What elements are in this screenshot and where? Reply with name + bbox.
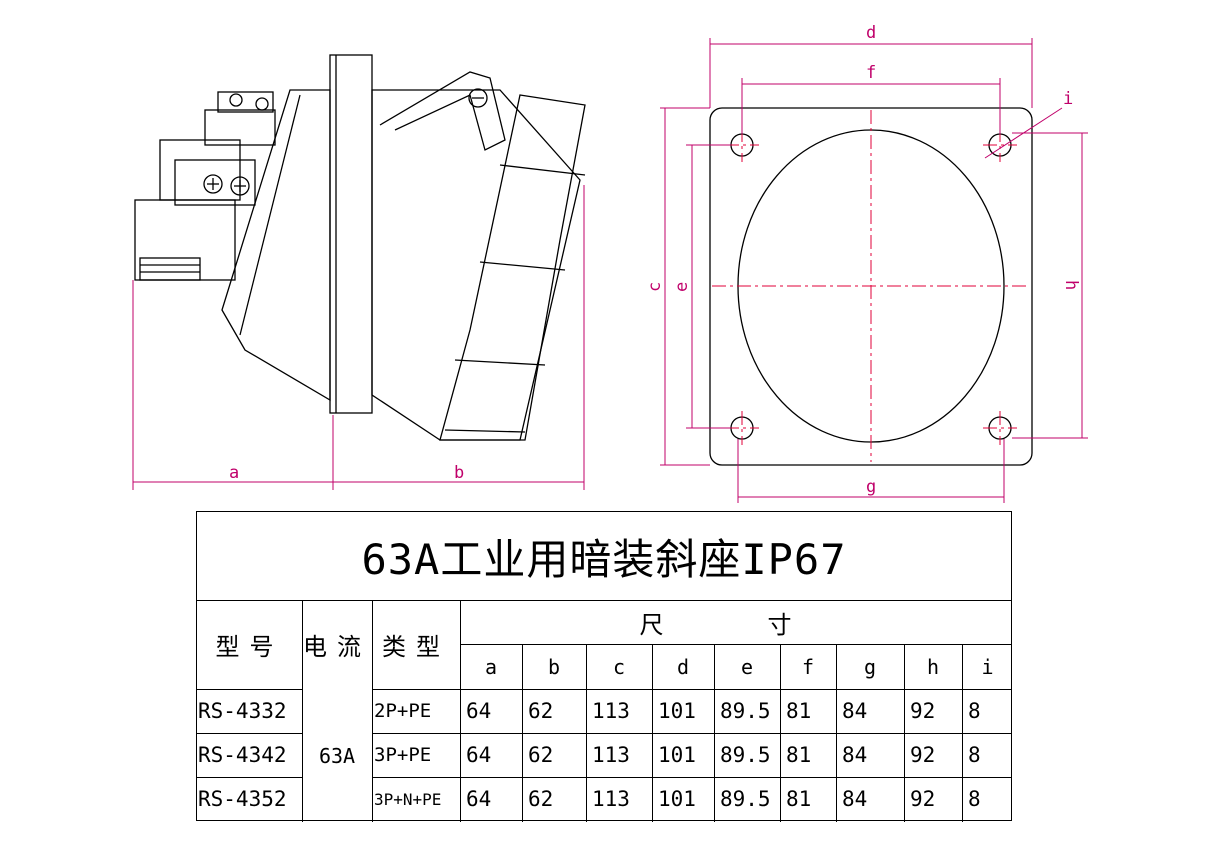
- dimension-label-g: g: [866, 477, 876, 497]
- dimension-label-h: h: [1061, 280, 1081, 290]
- terminal-screw-left-icon: [203, 174, 223, 194]
- table-title: 63A工业用暗装斜座IP67: [361, 534, 847, 584]
- dimension-label-d: d: [866, 23, 876, 43]
- table-cell-f: 81: [786, 699, 812, 723]
- table-cell-c: 113: [592, 787, 630, 811]
- size-column-header-h: h: [926, 654, 940, 679]
- centerlines: [712, 110, 1030, 462]
- top-screw-left-icon: [229, 93, 243, 107]
- table-cell-c: 113: [592, 743, 630, 767]
- table-cell-e: 89.5: [720, 743, 771, 767]
- header-size-text: 尺 寸: [639, 610, 832, 639]
- dimension-line-i: [984, 107, 1063, 159]
- size-column-header-i: i: [981, 654, 994, 679]
- size-column-header-d: d: [676, 654, 690, 679]
- table-cell-c: 113: [592, 699, 630, 723]
- dimension-label-c: c: [645, 282, 665, 292]
- mid-terminal-housing: [174, 159, 256, 206]
- table-cell-b: 62: [528, 699, 554, 723]
- table-cell-b: 62: [528, 787, 554, 811]
- table-row-model: RS-4332: [198, 699, 287, 723]
- table-row-type: 3P+N+PE: [374, 789, 442, 809]
- top-terminal-cap: [217, 91, 274, 113]
- table-cell-d: 101: [658, 787, 696, 811]
- socket-front-face: [439, 94, 586, 441]
- header-size: 尺 寸: [460, 600, 1011, 644]
- terminal-screw-right-icon: [230, 176, 250, 196]
- slanted-socket-body: [371, 89, 581, 441]
- table-cell-e: 89.5: [720, 787, 771, 811]
- table-cell-i: 8: [968, 787, 981, 811]
- hinge-screw-icon: [468, 88, 488, 108]
- current-value-cell: 63A: [318, 743, 356, 768]
- size-column-header-a: a: [484, 654, 498, 679]
- table-cell-a: 64: [466, 743, 492, 767]
- dimension-label-b: b: [454, 463, 464, 483]
- tapered-body: [221, 89, 331, 402]
- top-terminal-block: [204, 109, 276, 146]
- cable-gland: [139, 257, 201, 281]
- dimension-label-a: a: [229, 463, 239, 483]
- table-row-model: RS-4352: [198, 787, 287, 811]
- table-cell-d: 101: [658, 743, 696, 767]
- top-screw-right-icon: [255, 97, 269, 111]
- table-row-type: 2P+PE: [374, 700, 432, 722]
- header-type: 类型: [382, 633, 450, 661]
- table-cell-i: 8: [968, 743, 981, 767]
- table-cell-h: 92: [910, 787, 936, 811]
- dimension-label-f: f: [866, 63, 876, 83]
- table-row-type: 3P+PE: [374, 744, 432, 766]
- table-cell-a: 64: [466, 699, 492, 723]
- table-cell-a: 64: [466, 787, 492, 811]
- table-cell-e: 89.5: [720, 699, 771, 723]
- side-view: [134, 54, 586, 441]
- table-row-model: RS-4342: [198, 743, 287, 767]
- table-cell-i: 8: [968, 699, 981, 723]
- size-column-header-g: g: [863, 654, 877, 679]
- table-cell-d: 101: [658, 699, 696, 723]
- table-cell-g: 84: [842, 787, 868, 811]
- header-model: 型号: [215, 633, 284, 661]
- table-cell-b: 62: [528, 743, 554, 767]
- table-cell-h: 92: [910, 699, 936, 723]
- size-column-header-f: f: [801, 654, 815, 679]
- front-view-dimensions: [660, 38, 1088, 503]
- table-cell-f: 81: [786, 787, 812, 811]
- table-cell-h: 92: [910, 743, 936, 767]
- front-plate: [709, 107, 1033, 466]
- size-column-header-c: c: [612, 654, 626, 679]
- table-cell-f: 81: [786, 743, 812, 767]
- table-cell-g: 84: [842, 743, 868, 767]
- upper-terminal-housing: [159, 139, 241, 201]
- lid-hinge: [379, 71, 506, 151]
- table-cell-g: 84: [842, 699, 868, 723]
- side-view-dimensions: [132, 185, 585, 490]
- rear-terminal-block: [134, 199, 236, 281]
- technical-drawing: a b d f: [132, 23, 1088, 503]
- header-current: 电流: [303, 633, 371, 661]
- dimension-label-i: i: [1063, 89, 1073, 109]
- size-column-header-e: e: [740, 654, 754, 679]
- size-column-header-b: b: [547, 654, 561, 679]
- spec-table: 63A工业用暗装斜座IP67 型号 电流 类型 尺 寸 a b c d e f g h i 63…: [196, 511, 1012, 822]
- dimension-label-e: e: [672, 282, 692, 292]
